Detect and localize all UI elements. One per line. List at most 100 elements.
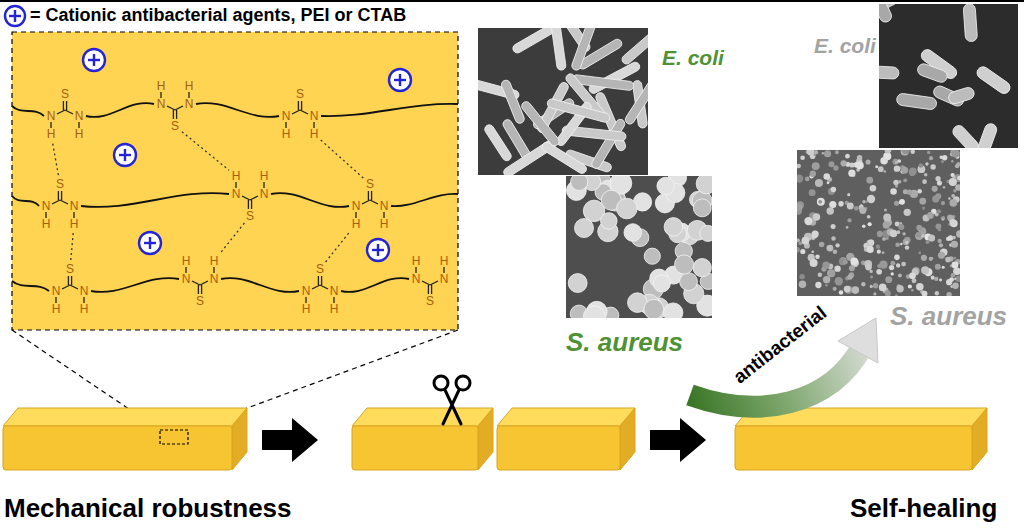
bond-line [250,196,258,200]
debris [896,285,903,292]
debris [885,150,892,153]
species-label: E. coli [662,46,724,70]
debris [893,180,899,186]
debris [939,243,943,247]
bacterium [546,98,610,123]
bacterium [617,198,638,219]
bacterium [950,123,981,148]
atom-label: N [157,98,166,110]
debris [839,290,843,294]
bond-line [200,281,208,285]
debris [935,176,940,181]
debris [885,276,892,283]
atom-label: N [185,98,194,110]
debris [951,160,953,162]
debris [797,164,801,169]
bacterium [624,224,642,242]
debris [941,216,945,220]
debris [797,203,803,210]
atom-label: H [157,80,166,92]
bacterium [896,93,937,110]
debris [867,246,874,253]
debris [810,171,816,177]
debris [948,197,951,200]
debris [857,155,862,160]
atom-label: N [282,110,291,122]
bond-line [60,200,68,204]
debris [904,209,911,216]
hydrogen-bond [326,231,351,262]
debris [799,280,807,288]
atom-label: N [232,188,241,200]
debris [890,188,897,195]
cation-symbol [5,6,25,26]
debris [898,180,901,183]
atom-label: H [352,218,361,230]
atom-label: N [412,273,421,285]
debris [897,159,901,163]
debris [942,266,945,269]
cation-symbol [124,149,126,161]
debris [826,245,833,252]
debris [927,151,930,154]
debris [932,195,939,202]
atom-label: H [330,303,339,315]
polymer-chain [86,103,154,117]
debris [949,199,957,207]
bacterium [916,62,949,84]
bacterium [664,218,683,237]
bacterium [976,122,998,148]
debris [847,218,851,222]
atom-label: N [302,285,311,297]
bond-line [52,200,60,204]
sem-image [566,176,712,318]
debris [952,262,959,269]
debris [901,262,906,267]
debris [909,272,916,279]
debris [876,244,880,248]
bacterium [947,86,975,105]
atom-label: S [296,88,304,100]
bacterium [644,299,664,318]
debris [875,165,878,168]
cation-symbol [389,69,411,91]
debris [879,261,887,269]
debris [907,189,912,194]
atom-label: N [182,273,191,285]
cation-symbols [83,49,411,261]
bond-line [320,285,328,289]
sem-image [797,150,960,296]
debris [797,238,800,242]
debris [878,166,884,172]
bacterium [975,64,1013,95]
atom-label: S [61,88,69,100]
debris [883,170,886,173]
debris [940,156,943,159]
debris [810,259,818,267]
bond-line [248,200,249,209]
bacterium [500,79,525,125]
bond-line [63,101,64,110]
cation-symbol [93,54,95,66]
debris [817,198,825,206]
atom-label: H [412,255,421,267]
debris [822,152,824,154]
scissors-icon [434,376,470,424]
cation-symbol [399,74,401,86]
atom-label: N [52,285,61,297]
atom-label: H [80,303,89,315]
legend-text: = Cationic antibacterial agents, PEI or … [30,5,406,26]
debris [809,189,816,196]
debris [797,247,800,253]
debris [882,237,886,241]
debris [899,199,905,205]
debris [815,179,823,187]
debris [938,228,941,231]
debris [952,283,959,290]
bacterium [696,176,712,194]
debris [835,150,839,154]
bacterium [601,213,618,230]
debris [894,255,900,261]
debris [861,282,865,286]
debris [935,291,939,295]
